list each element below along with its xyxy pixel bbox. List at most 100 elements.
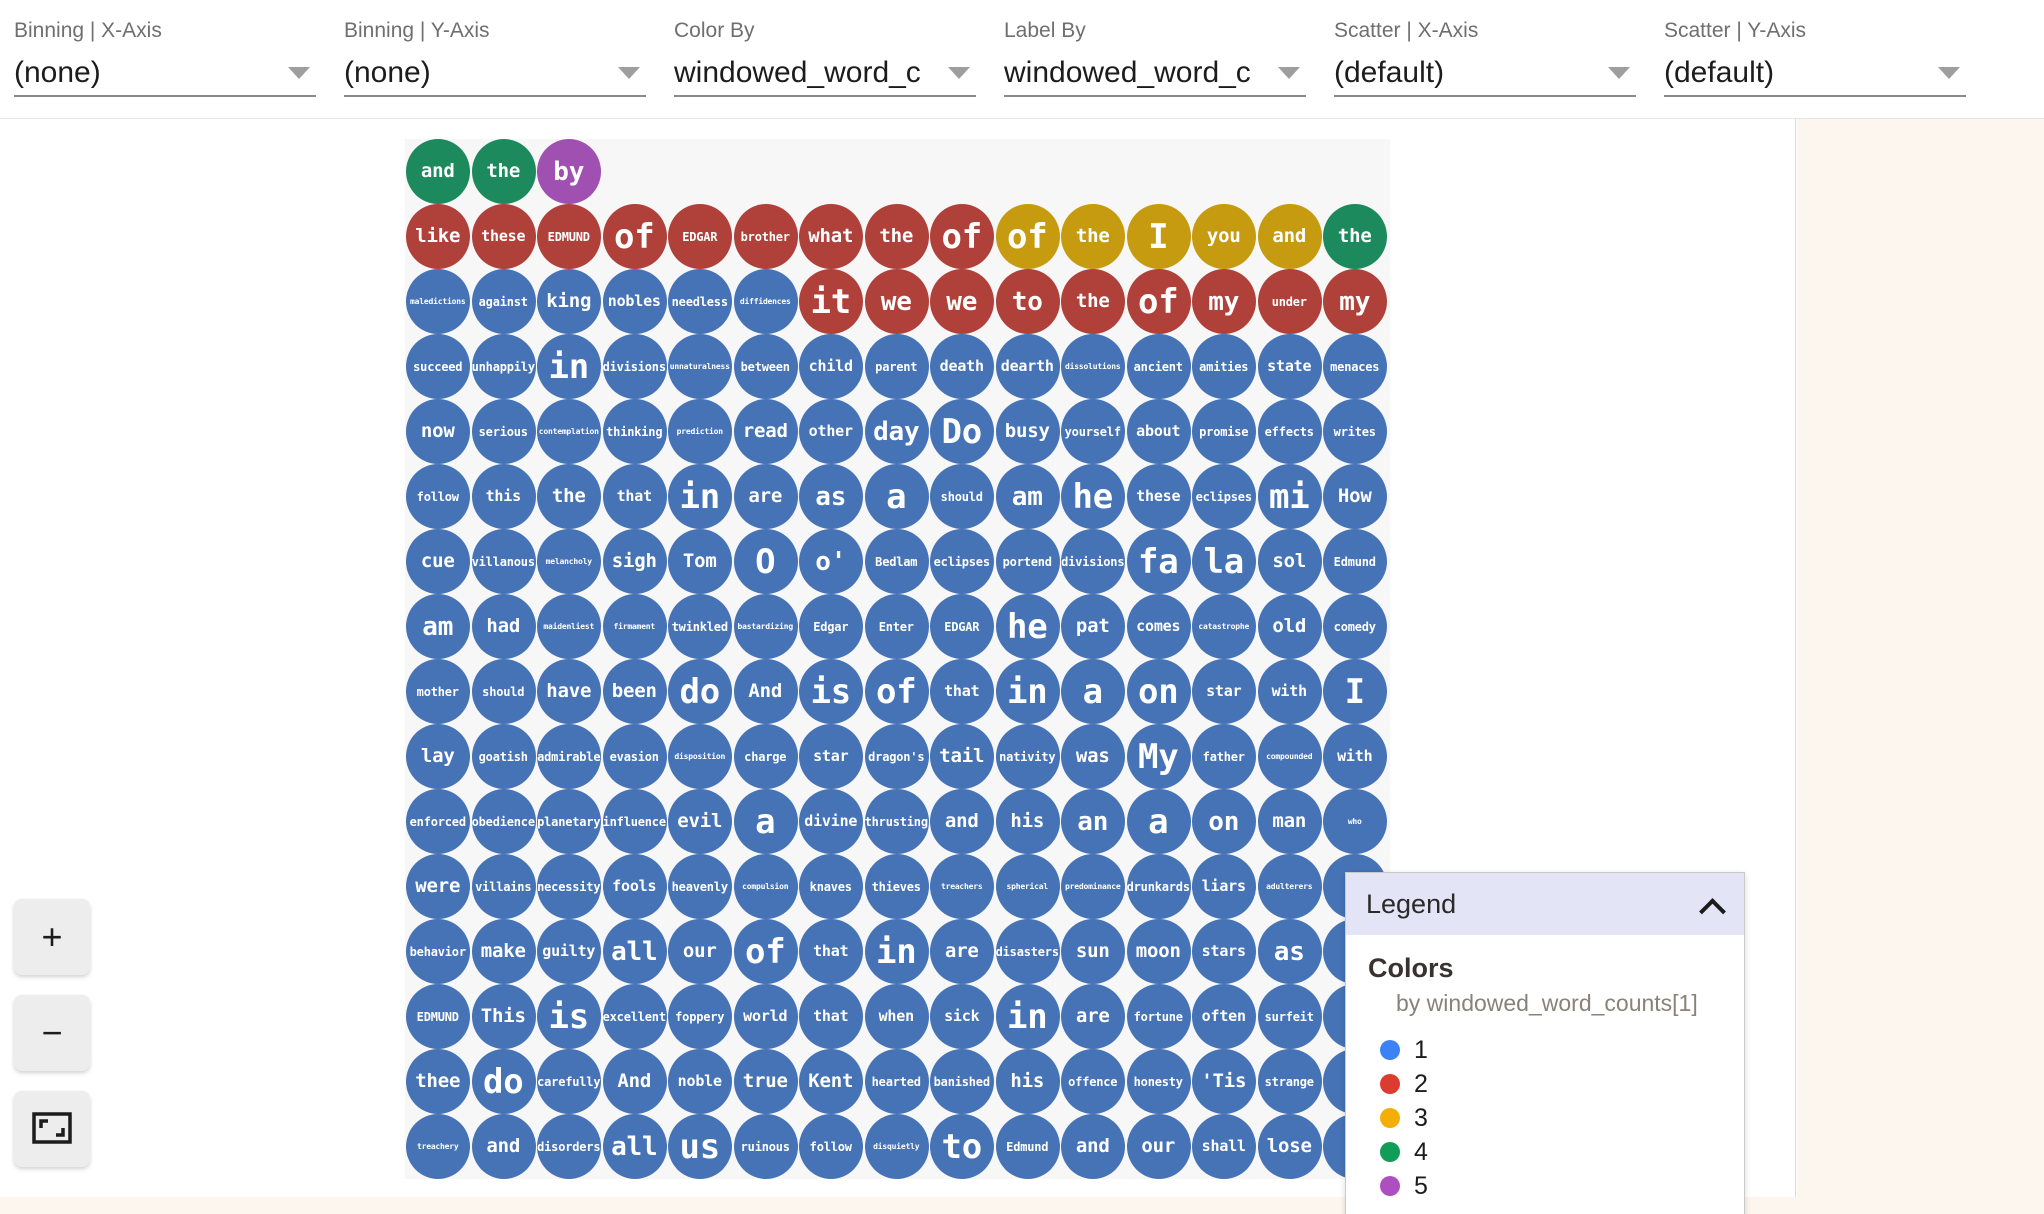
bubble-point[interactable]: a bbox=[1126, 789, 1192, 854]
legend-item[interactable]: 1 bbox=[1380, 1033, 1724, 1067]
bubble-point[interactable]: and bbox=[929, 789, 995, 854]
bubble-point[interactable]: obedience bbox=[471, 789, 537, 854]
bubble-point[interactable]: in bbox=[864, 919, 930, 984]
bubble-point[interactable]: now bbox=[405, 399, 471, 464]
bubble-point[interactable]: EDMUND bbox=[405, 984, 471, 1049]
bubble-point[interactable]: yourself bbox=[1060, 399, 1126, 464]
bubble-point[interactable]: offence bbox=[1060, 1049, 1126, 1114]
bubble-point[interactable]: who bbox=[1322, 789, 1388, 854]
bubble-point[interactable]: EDMUND bbox=[536, 204, 602, 269]
bubble-point[interactable]: heavenly bbox=[667, 854, 733, 919]
bubble-point[interactable]: am bbox=[405, 594, 471, 659]
bubble-point[interactable]: busy bbox=[995, 399, 1061, 464]
bubble-point[interactable]: like bbox=[405, 204, 471, 269]
bubble-point[interactable]: all bbox=[602, 919, 668, 984]
bubble-point[interactable]: excellent bbox=[602, 984, 668, 1049]
bubble-point[interactable]: the bbox=[471, 139, 537, 204]
bubble-point[interactable]: are bbox=[1060, 984, 1126, 1049]
bubble-point[interactable]: And bbox=[733, 659, 799, 724]
bubble-point[interactable]: banished bbox=[929, 1049, 995, 1114]
bubble-point[interactable]: with bbox=[1257, 659, 1323, 724]
bubble-point[interactable]: unnaturalness bbox=[667, 334, 733, 399]
bubble-point[interactable]: make bbox=[471, 919, 537, 984]
bubble-point[interactable]: divisions bbox=[602, 334, 668, 399]
bubble-point[interactable]: do bbox=[667, 659, 733, 724]
bubble-point[interactable]: and bbox=[1060, 1114, 1126, 1179]
bubble-point[interactable]: of bbox=[1126, 269, 1192, 334]
chevron-down-icon[interactable] bbox=[618, 67, 640, 79]
bubble-point[interactable]: in bbox=[995, 984, 1061, 1049]
bubble-point[interactable]: follow bbox=[405, 464, 471, 529]
bubble-point[interactable]: dragon's bbox=[864, 724, 930, 789]
bubble-point[interactable]: EDGAR bbox=[929, 594, 995, 659]
bubble-point[interactable]: and bbox=[1257, 204, 1323, 269]
bubble-point[interactable]: I bbox=[1322, 659, 1388, 724]
bubble-point[interactable]: was bbox=[1060, 724, 1126, 789]
bubble-point[interactable]: his bbox=[995, 789, 1061, 854]
bubble-point[interactable]: a bbox=[733, 789, 799, 854]
binning-y-axis-select[interactable]: (none) bbox=[344, 51, 646, 97]
binning-x-axis-select[interactable]: (none) bbox=[14, 51, 316, 97]
zoom-out-button[interactable]: − bbox=[14, 995, 90, 1071]
bubble-point[interactable]: these bbox=[1126, 464, 1192, 529]
bubble-point[interactable]: and bbox=[471, 1114, 537, 1179]
bubble-point[interactable]: pat bbox=[1060, 594, 1126, 659]
bubble-point[interactable]: writes bbox=[1322, 399, 1388, 464]
bubble-point[interactable]: he bbox=[1060, 464, 1126, 529]
scatter-y-axis-select[interactable]: (default) bbox=[1664, 51, 1966, 97]
bubble-point[interactable]: of bbox=[733, 919, 799, 984]
bubble-point[interactable]: were bbox=[405, 854, 471, 919]
bubble-point[interactable]: thieves bbox=[864, 854, 930, 919]
bubble-point[interactable]: treachery bbox=[405, 1114, 471, 1179]
bubble-point[interactable]: diffidences bbox=[733, 269, 799, 334]
bubble-point[interactable]: disposition bbox=[667, 724, 733, 789]
bubble-point[interactable]: as bbox=[1257, 919, 1323, 984]
bubble-point[interactable]: it bbox=[798, 269, 864, 334]
bubble-point[interactable]: as bbox=[798, 464, 864, 529]
bubble-point[interactable]: I bbox=[1126, 204, 1192, 269]
bubble-point[interactable]: mi bbox=[1257, 464, 1323, 529]
legend-item[interactable]: 5 bbox=[1380, 1169, 1724, 1203]
bubble-point[interactable]: treachers bbox=[929, 854, 995, 919]
bubble-point[interactable]: are bbox=[929, 919, 995, 984]
bubble-point[interactable]: evasion bbox=[602, 724, 668, 789]
bubble-point[interactable]: drunkards bbox=[1126, 854, 1192, 919]
bubble-point[interactable]: by bbox=[536, 139, 602, 204]
bubble-point[interactable]: our bbox=[1126, 1114, 1192, 1179]
bubble-point[interactable]: O bbox=[733, 529, 799, 594]
bubble-point[interactable]: spherical bbox=[995, 854, 1061, 919]
bubble-point[interactable]: a bbox=[864, 464, 930, 529]
bubble-point[interactable]: us bbox=[667, 1114, 733, 1179]
bubble-point[interactable]: the bbox=[1060, 204, 1126, 269]
bubble-point[interactable]: you bbox=[1191, 204, 1257, 269]
bubble-point[interactable]: against bbox=[471, 269, 537, 334]
bubble-point[interactable]: an bbox=[1060, 789, 1126, 854]
bubble-point[interactable]: king bbox=[536, 269, 602, 334]
bubble-point[interactable]: thinking bbox=[602, 399, 668, 464]
bubble-point[interactable]: my bbox=[1191, 269, 1257, 334]
bubble-point[interactable]: true bbox=[733, 1049, 799, 1114]
bubble-point[interactable]: melancholy bbox=[536, 529, 602, 594]
bubble-point[interactable]: knaves bbox=[798, 854, 864, 919]
bubble-point[interactable]: often bbox=[1191, 984, 1257, 1049]
bubble-point[interactable]: about bbox=[1126, 399, 1192, 464]
legend-item[interactable]: 3 bbox=[1380, 1101, 1724, 1135]
bubble-point[interactable]: la bbox=[1191, 529, 1257, 594]
chevron-down-icon[interactable] bbox=[948, 67, 970, 79]
bubble-point[interactable]: serious bbox=[471, 399, 537, 464]
bubble-point[interactable]: am bbox=[995, 464, 1061, 529]
bubble-point[interactable]: in bbox=[667, 464, 733, 529]
bubble-point[interactable]: succeed bbox=[405, 334, 471, 399]
bubble-point[interactable]: are bbox=[733, 464, 799, 529]
bubble-point[interactable]: that bbox=[929, 659, 995, 724]
bubble-point[interactable]: Kent bbox=[798, 1049, 864, 1114]
bubble-point[interactable]: world bbox=[733, 984, 799, 1049]
bubble-point[interactable]: we bbox=[929, 269, 995, 334]
bubble-point[interactable]: on bbox=[1126, 659, 1192, 724]
bubble-point[interactable]: fortune bbox=[1126, 984, 1192, 1049]
bubble-point[interactable]: under bbox=[1257, 269, 1323, 334]
